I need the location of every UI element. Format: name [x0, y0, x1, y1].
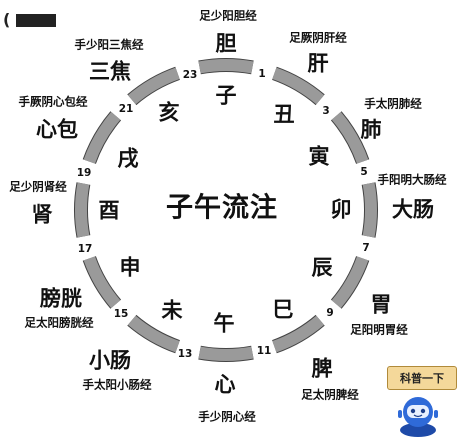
ring-segment: [198, 346, 254, 361]
ring-segment: [75, 182, 90, 238]
organ-small-intestine: 小肠: [89, 348, 131, 373]
meridian-large-intestine: 手阳明大肠经: [377, 172, 447, 187]
ring-segment: [362, 182, 377, 238]
meridian-bladder: 足太阳膀胱经: [24, 315, 94, 330]
ring-segment: [127, 315, 180, 353]
organ-bladder: 膀胱: [40, 286, 82, 311]
branch-chen: 辰: [311, 255, 333, 280]
meridian-kidney: 足少阴肾经: [9, 179, 67, 194]
organ-heart: 心: [214, 372, 236, 397]
ring-segment: [272, 315, 325, 353]
hour-label: 21: [118, 102, 134, 115]
diagram-title: 子午流注: [166, 192, 278, 224]
organ-large-intestine: 大肠: [392, 197, 434, 222]
hour-label: 17: [77, 242, 93, 255]
ring-segment: [127, 67, 180, 105]
ring-segment: [198, 59, 254, 74]
organ-lung: 肺: [360, 117, 382, 142]
organ-spleen: 脾: [311, 356, 333, 381]
hour-label: 9: [326, 306, 334, 319]
meridian-lung: 手太阴肺经: [364, 96, 422, 111]
branch-yin: 寅: [308, 144, 330, 169]
hour-label: 19: [76, 166, 92, 179]
meridian-triple-burner: 手少阳三焦经: [74, 37, 144, 52]
meridian-heart: 手少阴心经: [198, 409, 256, 424]
organ-triple-burner: 三焦: [89, 59, 131, 84]
organ-pericardium: 心包: [36, 117, 78, 142]
meridian-spleen: 足太阴脾经: [301, 387, 359, 402]
organ-liver: 肝: [307, 51, 329, 76]
hour-label: 13: [177, 347, 193, 360]
ring-segment: [272, 67, 325, 105]
ring-segment: [83, 111, 121, 164]
branch-mao: 卯: [330, 197, 352, 222]
meridian-liver: 足厥阴肝经: [289, 30, 347, 45]
hour-label: 5: [360, 165, 368, 178]
meridian-pericardium: 手厥阴心包经: [18, 94, 88, 109]
branch-chou: 丑: [273, 102, 295, 127]
robot-mascot-icon: [398, 397, 438, 437]
ring-segment: [83, 256, 121, 309]
ring-segment: [331, 111, 369, 164]
branch-zi: 子: [215, 83, 237, 108]
organ-gallbladder: 胆: [215, 31, 237, 56]
hour-label: 23: [182, 68, 198, 81]
branch-xu: 戌: [117, 146, 139, 171]
branch-hai: 亥: [158, 100, 180, 125]
meridian-small-intestine: 手太阳小肠经: [82, 377, 152, 392]
hour-label: 11: [256, 344, 272, 357]
meridian-stomach: 足阳明胃经: [350, 322, 408, 337]
organ-stomach: 胃: [370, 292, 392, 317]
branch-si: 巳: [272, 297, 294, 322]
branch-wu: 午: [213, 311, 235, 336]
hour-label: 1: [258, 67, 266, 80]
brand-badge: 科普一下: [387, 366, 457, 390]
redaction-bar: [16, 14, 56, 27]
meridian-gallbladder: 足少阳胆经: [199, 8, 257, 23]
hour-label: 7: [362, 241, 370, 254]
ring-segment: [331, 256, 369, 309]
organ-kidney: 肾: [31, 202, 53, 227]
branch-wei: 未: [161, 298, 183, 323]
hour-label: 15: [113, 307, 129, 320]
hour-label: 3: [322, 104, 330, 117]
bracket-mark: (: [3, 10, 11, 29]
branch-you: 酉: [98, 198, 120, 223]
branch-shen: 申: [119, 255, 141, 280]
